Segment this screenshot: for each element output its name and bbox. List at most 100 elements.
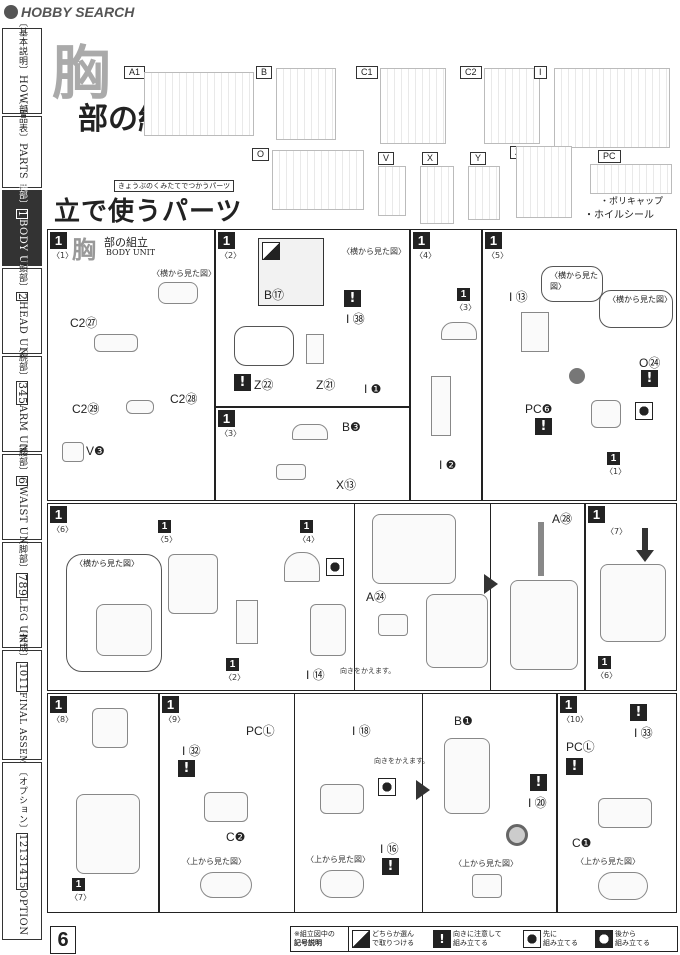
- part-drawing: [276, 464, 306, 480]
- runner-b: [276, 68, 336, 140]
- part-drawing: [320, 784, 364, 814]
- side-view-caption: 〈横から見た図〉: [152, 269, 216, 278]
- tab-option[interactable]: 〔オプション〕 12131415 OPTION: [2, 762, 42, 940]
- top-view-caption: 〈上から見た図〉: [306, 855, 370, 864]
- step-sub: 〈9〉: [164, 715, 186, 724]
- part-label: Z㉒: [254, 378, 274, 392]
- legend-text: 後から組み立てる: [615, 930, 650, 948]
- part-label: V❸: [86, 444, 105, 458]
- runner-c2: [484, 68, 540, 144]
- runner-tag-o: O: [252, 148, 270, 161]
- legend-text-2: 組み立てる: [615, 939, 650, 947]
- tab-num: 1: [16, 209, 29, 219]
- runner-pc: [590, 164, 672, 194]
- section-subtitle: BODY UNIT: [106, 248, 156, 257]
- step-9-panel: 1 〈9〉 PCⓁ I ㉜ ! C❷ 〈上から見た図〉 I ⑱ 〈上から見た図〉…: [159, 693, 557, 913]
- part-drawing: [292, 424, 328, 440]
- part-drawing: [158, 282, 198, 304]
- side-view-bubble: 〈横から見た図〉: [599, 290, 673, 328]
- header-line3: 立で使うパーツ: [54, 197, 243, 227]
- assemble-later-icon: [595, 930, 613, 948]
- side-view-bubble: 〈横から見た図〉: [541, 266, 603, 302]
- part-drawing: [168, 554, 218, 614]
- tab-parts-list[interactable]: 〔部品表〕 PARTS LIST: [2, 95, 42, 209]
- assemble-first-icon: [326, 558, 344, 576]
- arrow-head: [636, 550, 654, 562]
- tab-leg-unit[interactable]: 〔脚部〕 789 LEG UNIT: [2, 535, 42, 655]
- side-view-caption: 〈横から見た図〉: [550, 271, 598, 291]
- part-drawing: [598, 798, 652, 828]
- part-label: I ⑭: [306, 668, 325, 682]
- tab-num: 1011: [16, 662, 28, 692]
- ref-sub: 〈4〉: [298, 535, 320, 544]
- arrow-down-icon: [642, 528, 648, 552]
- part-label: I ㉝: [634, 726, 653, 740]
- legend-item-caution: ! 向きに注意して組み立てる: [433, 930, 523, 948]
- runner-x: [420, 166, 454, 224]
- part-drawing: [591, 400, 621, 428]
- sidebar: 〔基本説明〕 HOW TO 〔部品表〕 PARTS LIST 〔胸部〕 1 BO…: [0, 18, 44, 949]
- part-drawing: [441, 322, 477, 340]
- legend-item-later: 後から組み立てる: [595, 930, 675, 948]
- ref-sub: 〈5〉: [156, 535, 178, 544]
- part-drawing: [94, 334, 138, 352]
- tab-jp: 〔基本説明〕: [17, 18, 27, 76]
- part-drawing: [96, 604, 152, 656]
- legend-text: どちらか選んで取りつける: [372, 930, 414, 948]
- runner-tag-v: V: [378, 152, 395, 165]
- tab-en: HEAD UNIT: [17, 301, 28, 369]
- legend-title-1: ※組立図中の: [294, 930, 335, 938]
- step-number: 1: [560, 696, 577, 713]
- part-drawing: [126, 400, 154, 414]
- tab-waist-unit[interactable]: 〔腰部〕 6 WAIST UNIT: [2, 438, 42, 556]
- tab-en: OPTION: [17, 889, 28, 936]
- tab-final-assemble[interactable]: 〔完成〕 1011 FINAL ASSEMBLE: [2, 624, 42, 786]
- tab-num: 2: [16, 291, 29, 302]
- divider: [354, 504, 355, 690]
- caution-icon: !: [530, 774, 547, 791]
- ref-sub: 〈2〉: [224, 673, 246, 682]
- step-2-panel: 1 〈2〉 B⑰ 〈横から見た図〉 ! I ㊳ ! Z㉒ Z㉑ I ❶: [215, 229, 410, 407]
- tab-num: 6: [16, 476, 29, 486]
- top-view-caption: 〈上から見た図〉: [576, 857, 640, 866]
- legend-item-first: 先に組み立てる: [523, 930, 595, 948]
- tab-how-to[interactable]: 〔基本説明〕 HOW TO: [2, 18, 42, 124]
- step-number: 1: [485, 232, 502, 249]
- part-label: Z㉑: [316, 378, 336, 392]
- part-drawing: [426, 594, 488, 668]
- runner-tag-x: X: [422, 152, 439, 165]
- caution-icon: !: [641, 370, 658, 387]
- step-sub: 〈10〉: [562, 715, 589, 724]
- tab-jp: 〔腰部〕: [17, 438, 27, 477]
- part-drawing: [76, 794, 140, 874]
- tab-arm-unit[interactable]: 〔腕部〕 345 ARM UNIT: [2, 343, 42, 465]
- step-4-panel: 1 〈4〉 1 〈3〉 I ❷: [410, 229, 482, 501]
- part-label: C2㉙: [72, 402, 100, 416]
- part-label: I ㉜: [182, 744, 201, 758]
- part-label: C2㉘: [170, 392, 198, 406]
- tab-jp: 〔腕部〕: [17, 342, 27, 381]
- part-drawing: [472, 874, 502, 898]
- part-drawing: [284, 552, 320, 582]
- header-logo: HOBBY SEARCH: [4, 4, 134, 20]
- tab-body-unit[interactable]: 〔胸部〕 1 BODY UNIT: [2, 171, 42, 285]
- tab-head-unit[interactable]: 〔頭部〕 2 HEAD UNIT: [2, 254, 42, 368]
- ref-step-number: 1: [300, 520, 313, 533]
- tab-en: LEG UNIT: [17, 597, 28, 655]
- part-drawing: [320, 870, 364, 898]
- part-label: C❶: [572, 836, 592, 850]
- caution-icon: !: [433, 930, 451, 948]
- caution-icon: !: [630, 704, 647, 721]
- part-drawing: [598, 872, 648, 900]
- step-1-panel: 1 〈1〉 胸 部の組立 BODY UNIT 〈横から見た図〉 C2㉗ C2㉘ …: [47, 229, 216, 501]
- choose-one-icon: [262, 242, 280, 260]
- section-title: 部の組立: [104, 236, 148, 249]
- caution-icon: !: [566, 758, 583, 775]
- symbol-legend: ※組立図中の 記号説明 どちらか選んで取りつける ! 向きに注意して組み立てる …: [290, 926, 678, 952]
- tab-jp: 〔胸部〕: [17, 171, 27, 210]
- part-drawing: [306, 334, 324, 364]
- ref-sub: 〈6〉: [596, 671, 618, 680]
- arrow-right-icon: [416, 780, 430, 800]
- runner-tag-b: B: [256, 66, 273, 79]
- part-label: I ㊳: [346, 312, 365, 326]
